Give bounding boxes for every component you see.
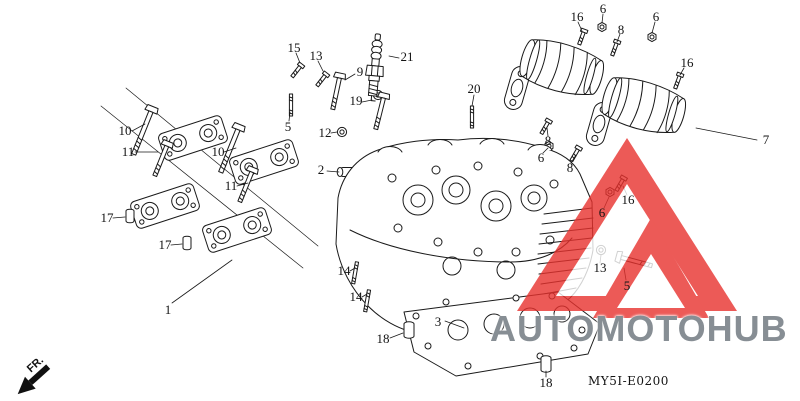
fr-direction-indicator: FR.: [17, 354, 51, 395]
cylinder-head-art: [335, 137, 594, 335]
head-gasket-art: [403, 291, 601, 377]
fr-arrow-icon: [17, 376, 36, 395]
watermark-brand-text: AUTOMOTOHUB: [490, 308, 788, 349]
camshaft-holder-assembly-art: [100, 87, 319, 269]
diagram-code: MY5I-E0200: [588, 374, 669, 388]
brand-logo-triangles: [517, 138, 737, 318]
spark-plug-art: [362, 32, 388, 103]
leader-lines: [112, 13, 758, 378]
